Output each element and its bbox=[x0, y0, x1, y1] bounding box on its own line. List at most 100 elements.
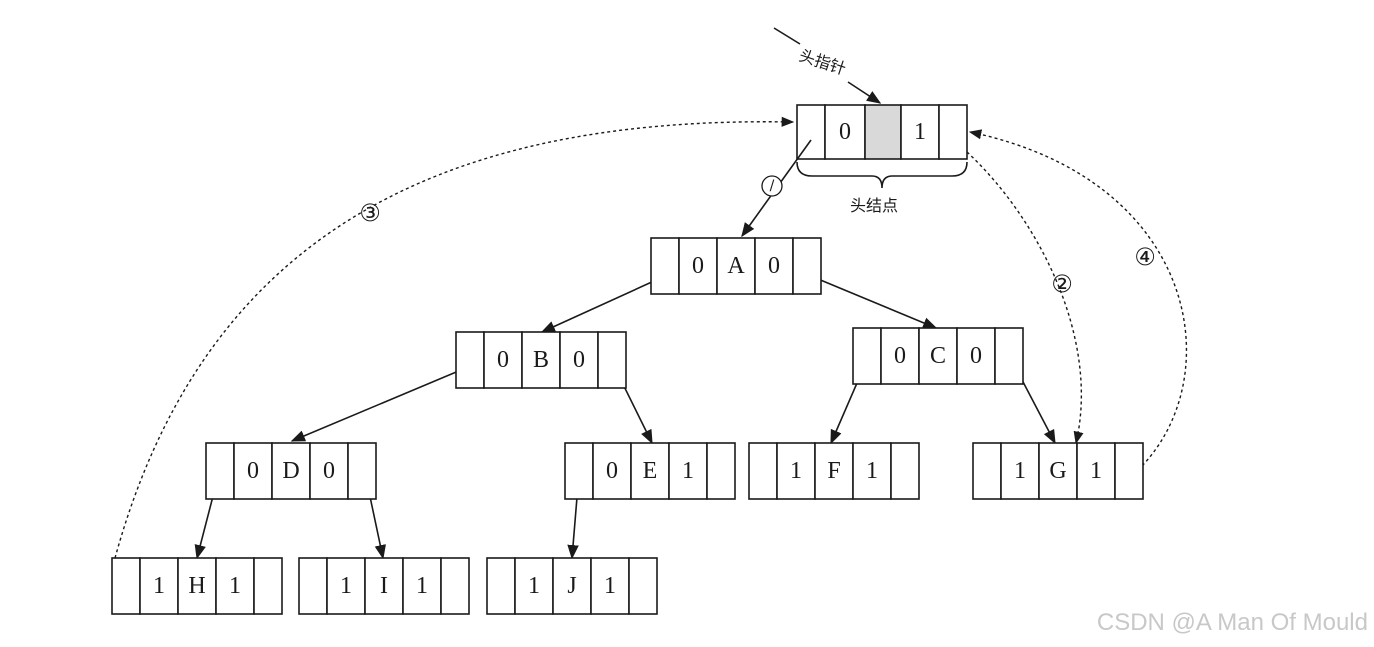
node-C-cell-0 bbox=[852, 327, 882, 385]
node-G-cell-0 bbox=[972, 442, 1002, 500]
thread-label-2-text: ② bbox=[1051, 270, 1073, 298]
edge-A-to-C bbox=[805, 273, 938, 329]
node-G-cell-4 bbox=[1114, 442, 1144, 500]
node-E-value-2: E bbox=[643, 458, 658, 484]
node-J-value-1: 1 bbox=[528, 573, 540, 599]
node-I-cell-2 bbox=[364, 557, 404, 615]
node-B-value-2: B bbox=[533, 347, 549, 373]
node-I-value-2: I bbox=[380, 573, 388, 599]
node-J: 1 J 1 bbox=[486, 557, 658, 615]
thread-label-3-text: ③ bbox=[359, 199, 381, 227]
node-J-value-2: J bbox=[567, 573, 576, 599]
node-H-value-1: 1 bbox=[153, 573, 165, 599]
node-F-cell-3 bbox=[852, 442, 892, 500]
thread-links bbox=[114, 116, 1188, 559]
node-H-cell-0 bbox=[111, 557, 141, 615]
node-G-value-3: 1 bbox=[1090, 458, 1102, 484]
node-A-cell-4 bbox=[792, 237, 822, 295]
node-J-value-3: 1 bbox=[604, 573, 616, 599]
node-H-cell-3 bbox=[215, 557, 255, 615]
node-A-value-1: 0 bbox=[692, 253, 704, 279]
head-pointer-line-start bbox=[773, 27, 801, 45]
node-G-cell-1 bbox=[1000, 442, 1040, 500]
head-node-right-cell bbox=[938, 104, 968, 160]
node-J-cell-3 bbox=[590, 557, 630, 615]
node-I-cell-4 bbox=[440, 557, 470, 615]
head-node-ltag-cell bbox=[824, 104, 866, 160]
node-I-value-3: 1 bbox=[416, 573, 428, 599]
node-G-value-2: G bbox=[1049, 458, 1066, 484]
node-C-cell-3 bbox=[956, 327, 996, 385]
node-E-cell-4 bbox=[706, 442, 736, 500]
thread-G-to-head bbox=[968, 129, 1188, 471]
node-I-cell-0 bbox=[298, 557, 328, 615]
head-node: 0 1 bbox=[796, 104, 968, 160]
node-A-cell-0 bbox=[650, 237, 680, 295]
node-H-value-3: 1 bbox=[229, 573, 241, 599]
node-C-value-2: C bbox=[930, 343, 946, 369]
node-F-value-2: F bbox=[827, 458, 840, 484]
node-J-cell-1 bbox=[514, 557, 554, 615]
node-G-value-1: 1 bbox=[1014, 458, 1026, 484]
node-B-value-1: 0 bbox=[497, 347, 509, 373]
node-I-value-1: 1 bbox=[340, 573, 352, 599]
node-D-cell-4 bbox=[347, 442, 377, 500]
node-D-value-3: 0 bbox=[323, 458, 335, 484]
node-H-cell-4 bbox=[253, 557, 283, 615]
node-B-cell-4 bbox=[597, 331, 627, 389]
node-E-value-3: 1 bbox=[682, 458, 694, 484]
node-F-value-3: 1 bbox=[866, 458, 878, 484]
thread-label-1-text: / bbox=[770, 178, 775, 194]
node-C-cell-1 bbox=[880, 327, 920, 385]
node-H-cell-1 bbox=[139, 557, 179, 615]
node-J-cell-4 bbox=[628, 557, 658, 615]
node-B-cell-2 bbox=[521, 331, 561, 389]
node-B-cell-0 bbox=[455, 331, 485, 389]
thread-label-1-circle bbox=[761, 175, 783, 197]
head-node-ltag: 0 bbox=[839, 119, 851, 145]
node-D-cell-2 bbox=[271, 442, 311, 500]
node-A-value-2: A bbox=[727, 253, 745, 279]
edge-B-to-D bbox=[290, 369, 462, 442]
node-A-value-3: 0 bbox=[768, 253, 780, 279]
node-G-cell-2 bbox=[1038, 442, 1078, 500]
thread-label-4: ④ bbox=[1134, 243, 1156, 271]
node-E-value-1: 0 bbox=[606, 458, 618, 484]
head-pointer: 头指针 bbox=[773, 27, 882, 104]
head-pointer-label: 头指针 bbox=[797, 46, 849, 79]
node-D-value-1: 0 bbox=[247, 458, 259, 484]
node-D-cell-0 bbox=[205, 442, 235, 500]
thread-label-2: ② bbox=[1051, 270, 1073, 298]
node-I-cell-1 bbox=[326, 557, 366, 615]
head-pointer-arrow bbox=[847, 81, 882, 104]
head-node-data-cell bbox=[864, 104, 902, 160]
head-node-rtag: 1 bbox=[914, 119, 926, 145]
node-D-value-2: D bbox=[282, 458, 299, 484]
node-C-value-3: 0 bbox=[970, 343, 982, 369]
node-F-cell-4 bbox=[890, 442, 920, 500]
node-C-value-1: 0 bbox=[894, 343, 906, 369]
node-F-cell-0 bbox=[748, 442, 778, 500]
node-H-value-2: H bbox=[188, 573, 205, 599]
watermark: CSDN @A Man Of Mould bbox=[1096, 609, 1368, 636]
thread-label-3: ③ bbox=[359, 199, 381, 227]
node-A-cell-1 bbox=[678, 237, 718, 295]
node-E-cell-2 bbox=[630, 442, 670, 500]
node-I: 1 I 1 bbox=[298, 557, 470, 615]
node-J-cell-0 bbox=[486, 557, 516, 615]
edge-A-to-B bbox=[540, 275, 666, 333]
node-D-cell-3 bbox=[309, 442, 349, 500]
node-C-cell-4 bbox=[994, 327, 1024, 385]
thread-head-to-G bbox=[966, 151, 1084, 445]
head-node-rtag-cell bbox=[900, 104, 940, 160]
head-node-brace bbox=[796, 161, 968, 189]
